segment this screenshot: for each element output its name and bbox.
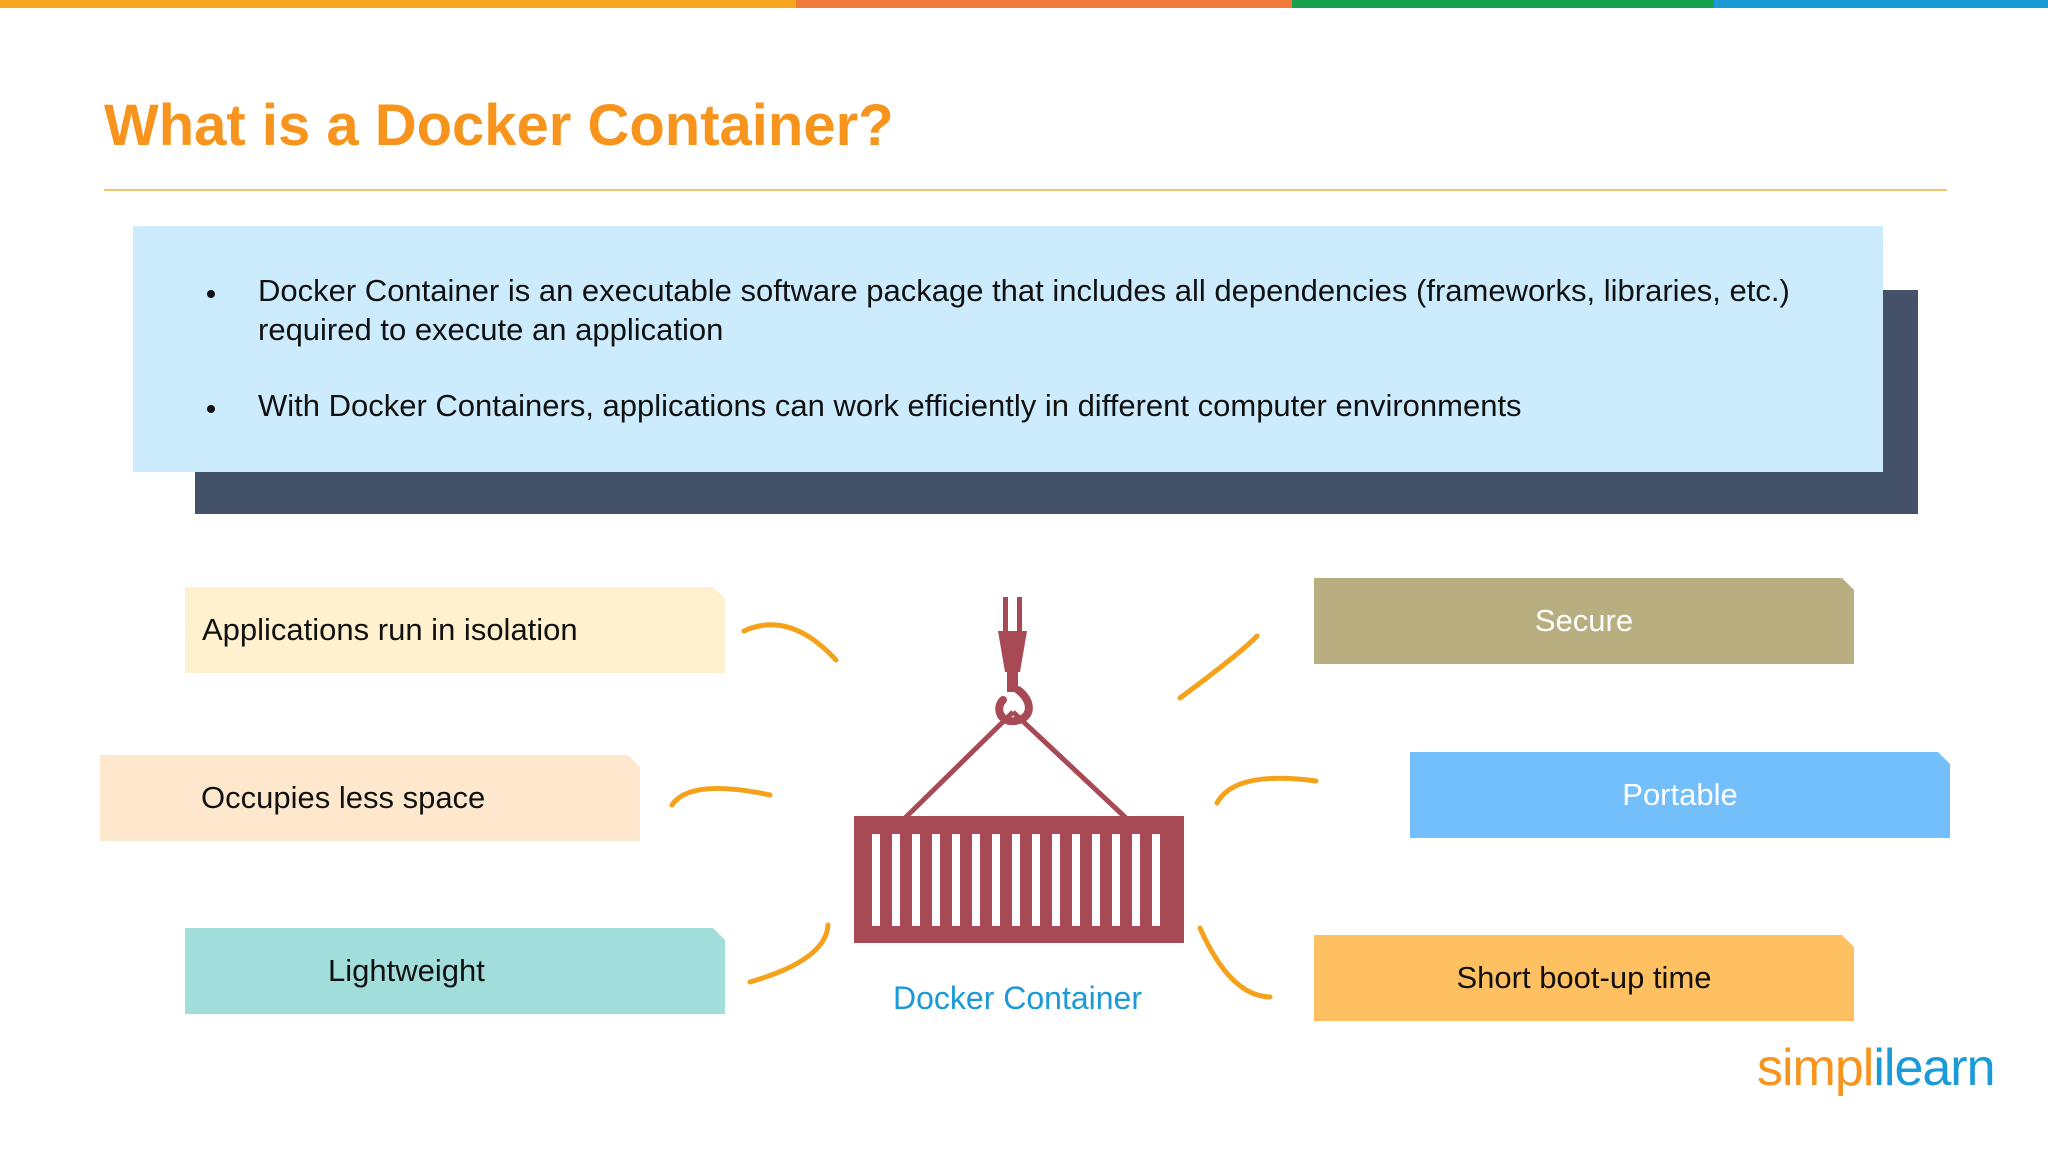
- title-divider: [104, 189, 1947, 191]
- tag-corner: [713, 928, 725, 940]
- container-slats: [872, 834, 1160, 926]
- bullet-text: Docker Container is an executable softwa…: [258, 273, 1790, 347]
- bullet-text: With Docker Containers, applications can…: [258, 388, 1522, 423]
- simplilearn-logo: simplilearn: [1757, 1038, 1996, 1098]
- info-box: Docker Container is an executable softwa…: [133, 226, 1883, 472]
- bullet-dot: [207, 405, 215, 413]
- connector-boot-time: [1197, 925, 1273, 1000]
- hook-cable-left: [1003, 597, 1008, 631]
- connector-portable: [1214, 775, 1319, 806]
- logo-part-1: simpl: [1757, 1039, 1874, 1097]
- feature-label: Occupies less space: [201, 780, 486, 815]
- connector-secure: [1177, 633, 1260, 701]
- feature-tag-portable: Portable: [1410, 752, 1950, 838]
- feature-tag-lightweight: Lightweight: [185, 928, 725, 1014]
- container-body: [854, 816, 1184, 943]
- connector-arcs: [669, 622, 1319, 1000]
- sling-right: [1011, 710, 1128, 820]
- sling-left: [903, 710, 1015, 820]
- top-color-bar: [0, 0, 2048, 8]
- connector-lightweight: [747, 922, 831, 985]
- hook-block: [998, 631, 1027, 672]
- feature-label: Applications run in isolation: [202, 612, 578, 647]
- feature-tag-secure: Secure: [1314, 578, 1854, 664]
- tag-corner: [1842, 935, 1854, 947]
- slide-title: What is a Docker Container?: [104, 93, 894, 158]
- hook-shank: [1007, 672, 1018, 692]
- tag-corner: [1842, 578, 1854, 590]
- hook-cable-right: [1017, 597, 1022, 631]
- top-bar-segment-4: [1714, 0, 2048, 8]
- bullet-dot: [207, 290, 215, 298]
- feature-tag-isolation: Applications run in isolation: [185, 587, 725, 673]
- feature-label: Secure: [1534, 603, 1634, 638]
- crane-hook-container-icon: [854, 597, 1184, 943]
- feature-label: Lightweight: [328, 953, 485, 988]
- top-bar-segment-2: [796, 0, 1292, 8]
- diagram-caption: Docker Container: [893, 980, 1142, 1016]
- feature-label: Portable: [1622, 777, 1738, 812]
- top-bar-segment-3: [1292, 0, 1714, 8]
- feature-tag-boot-time: Short boot-up time: [1314, 935, 1854, 1021]
- tag-corner: [628, 755, 640, 767]
- top-bar-segment-1: [0, 0, 796, 8]
- connector-less-space: [669, 785, 773, 808]
- connector-isolation: [741, 622, 839, 663]
- hook-curve: [995, 686, 1033, 726]
- tag-corner: [713, 587, 725, 599]
- feature-label: Short boot-up time: [1456, 960, 1712, 995]
- logo-part-2: ilearn: [1873, 1039, 1995, 1097]
- tag-corner: [1938, 752, 1950, 764]
- feature-tag-less-space: Occupies less space: [100, 755, 640, 841]
